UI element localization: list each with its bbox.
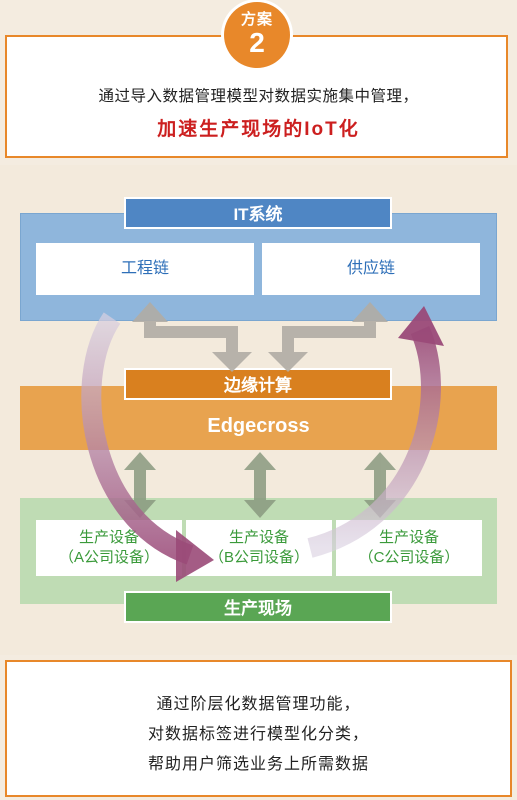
benefit-line-2: 对数据标签进行模型化分类， [147, 726, 369, 743]
badge-number: 2 [249, 27, 265, 58]
device-a-label: 生产设备 [78, 529, 139, 546]
benefit-line-3: 帮助用户筛选业务上所需数据 [147, 756, 369, 773]
plan-badge: 方案 2 [224, 2, 290, 68]
supply-chain-card: 供应链 [262, 243, 480, 295]
device-card-b: 生产设备 （B公司设备） [186, 520, 332, 576]
device-card-c: 生产设备 （C公司设备） [336, 520, 482, 576]
device-card-a: 生产设备 （A公司设备） [36, 520, 182, 576]
device-c-label: 生产设备 [378, 529, 439, 546]
benefit-box [5, 660, 512, 797]
summary-headline: 加速生产现场的IoT化 [157, 119, 360, 140]
edge-computing-title: 边缘计算 [124, 368, 392, 400]
device-a-vendor: （A公司设备） [58, 549, 159, 566]
engineering-chain-card: 工程链 [36, 243, 254, 295]
benefit-line-1: 通过阶层化数据管理功能， [156, 696, 361, 713]
device-c-vendor: （C公司设备） [358, 549, 460, 566]
summary-line-1: 通过导入数据管理模型对数据实施集中管理， [98, 88, 419, 105]
production-site-title: 生产现场 [124, 591, 392, 623]
device-b-vendor: （B公司设备） [208, 549, 309, 566]
badge-label: 方案 [240, 11, 273, 28]
device-b-label: 生产设备 [228, 529, 289, 546]
it-system-title: IT系统 [124, 197, 392, 229]
